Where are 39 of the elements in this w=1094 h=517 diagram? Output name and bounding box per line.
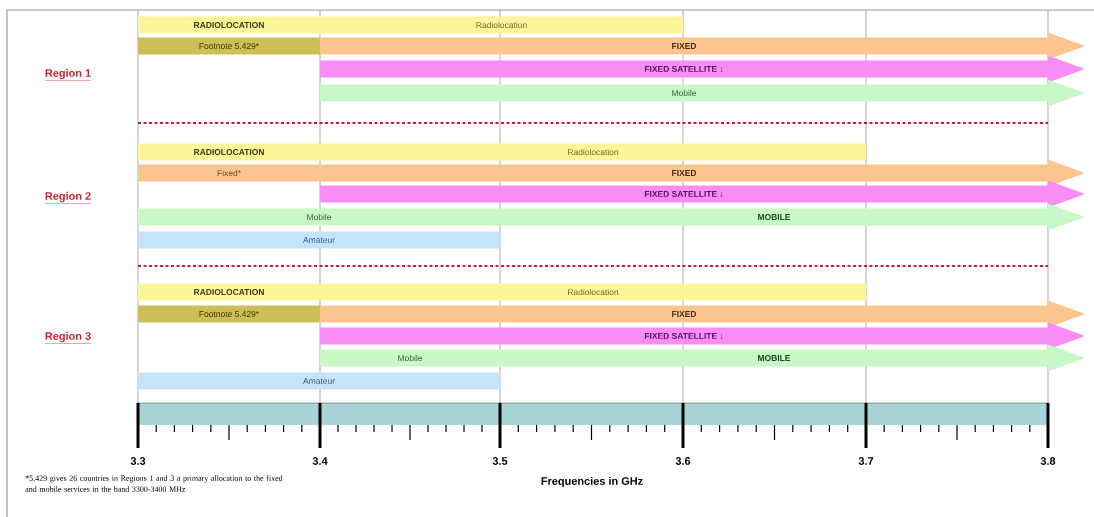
allocation-band: FIXED bbox=[320, 32, 1085, 60]
allocation-band: Radiolocation bbox=[320, 16, 683, 34]
region-label: Region 2 bbox=[44, 191, 92, 204]
tick-label: 3.3 bbox=[130, 457, 146, 465]
allocation-band: Mobile bbox=[320, 79, 1085, 107]
node-label: Radiolocation bbox=[568, 148, 619, 156]
region-label: Region 3 bbox=[44, 331, 92, 344]
allocation-band: Fixed* bbox=[138, 164, 320, 182]
allocation-band: FIXED SATELLITE ↓ bbox=[320, 180, 1085, 208]
node-label: Fixed* bbox=[217, 169, 241, 177]
allocation-band: Mobile bbox=[320, 349, 500, 367]
allocation-band: Footnote 5.429* bbox=[138, 37, 320, 55]
allocation-band: FIXED bbox=[320, 300, 1085, 328]
node-label: RADIOLOCATION bbox=[194, 289, 264, 295]
node-label: MOBILE bbox=[758, 355, 791, 361]
node-label: RADIOLOCATION bbox=[194, 22, 264, 28]
region-label: Region 1 bbox=[44, 68, 92, 81]
node-label: FIXED bbox=[672, 170, 697, 176]
node-label: Mobile bbox=[398, 354, 423, 362]
tick-label: 3.5 bbox=[492, 457, 508, 465]
allocation-band: Amateur bbox=[138, 231, 500, 249]
tick-label: 3.8 bbox=[1040, 457, 1056, 465]
allocation-band: FIXED SATELLITE ↓ bbox=[320, 322, 1085, 350]
allocation-band: FIXED SATELLITE ↓ bbox=[320, 55, 1085, 83]
node-label: RADIOLOCATION bbox=[194, 149, 264, 155]
node-label: Mobile bbox=[307, 213, 332, 221]
node-label: Radiolocation bbox=[476, 21, 527, 29]
allocation-band: RADIOLOCATION bbox=[138, 283, 320, 301]
axis-title: Frequencies in GHz bbox=[541, 476, 643, 488]
tick-label: 3.7 bbox=[858, 457, 874, 465]
allocation-band: RADIOLOCATION bbox=[138, 16, 320, 34]
allocation-band: Footnote 5.429* bbox=[138, 305, 320, 323]
node-label: MOBILE bbox=[758, 214, 791, 220]
allocation-band: Amateur bbox=[138, 372, 500, 390]
allocation-band: Mobile bbox=[138, 208, 500, 226]
tick-label: 3.6 bbox=[675, 457, 691, 465]
tick-label: 3.4 bbox=[312, 457, 328, 465]
allocation-band: RADIOLOCATION bbox=[138, 143, 320, 161]
node-label: Radiolocation bbox=[568, 288, 619, 296]
